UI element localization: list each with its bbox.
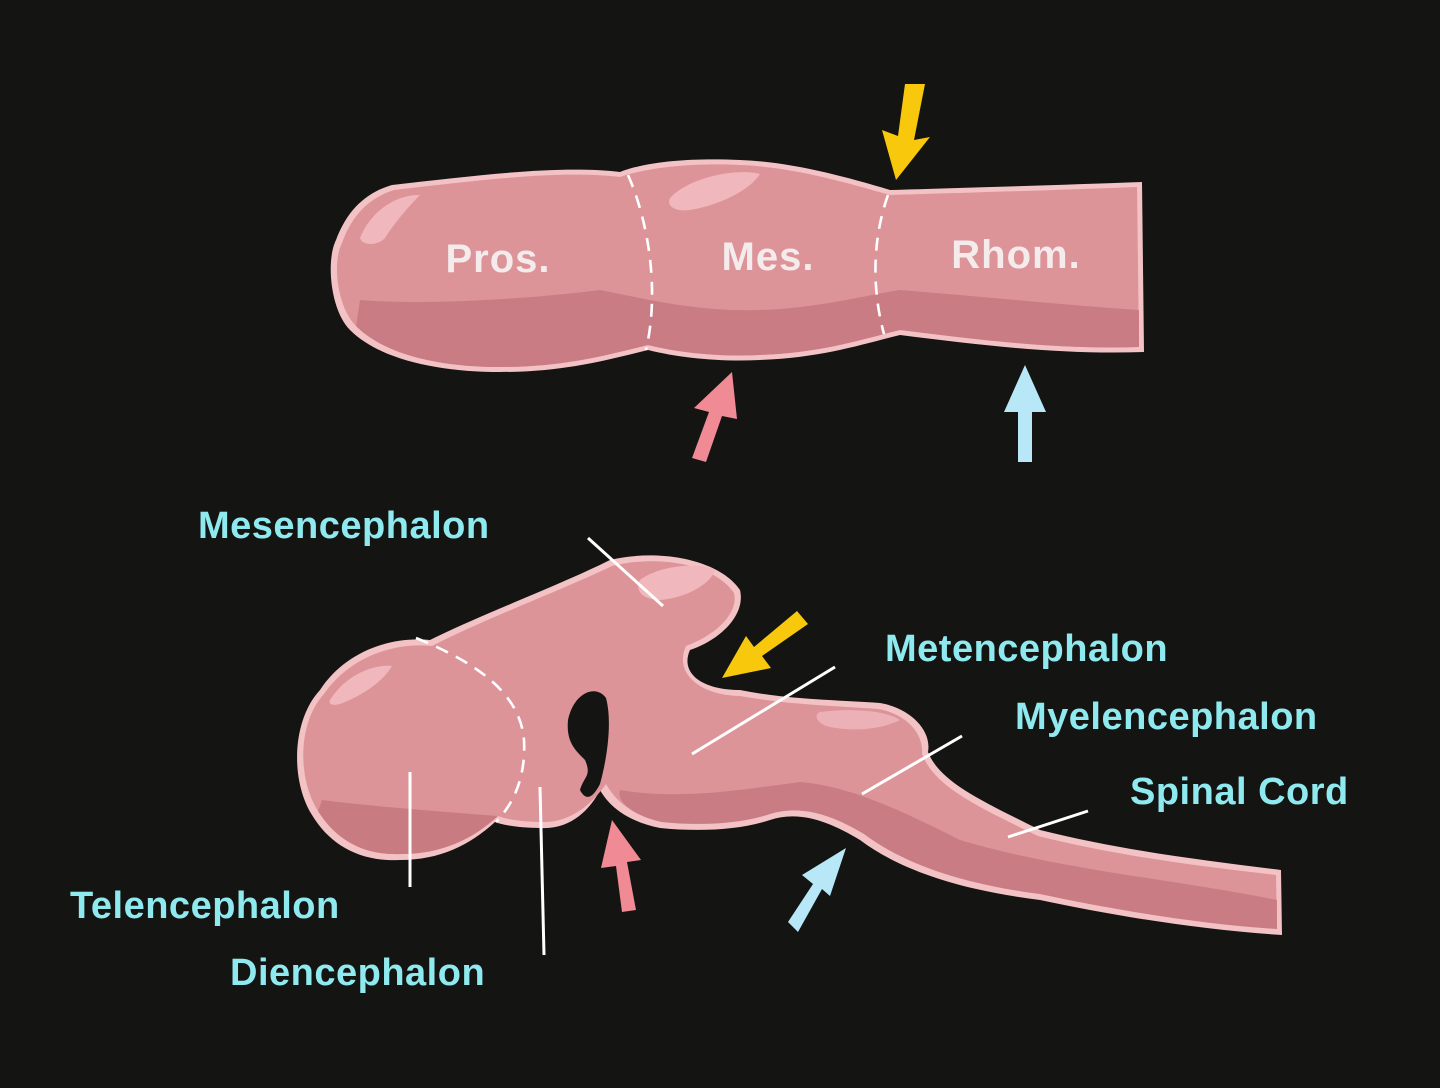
- divider-pros-mes: [626, 174, 654, 351]
- mes-label: Mes.: [722, 235, 815, 279]
- divider-tel-di: [415, 636, 526, 823]
- leader-spinal-cord: [1007, 809, 1089, 839]
- brain-shadow-tel: [318, 800, 498, 855]
- metencephalon-label: Metencephalon: [885, 628, 1168, 670]
- pink-arrow-bottom: [601, 820, 641, 912]
- telencephalon-label: Telencephalon: [70, 885, 340, 927]
- blue-arrow-bottom: [788, 848, 846, 932]
- yellow-arrow-top: [882, 84, 930, 180]
- brain-body: [303, 561, 1277, 929]
- leader-diencephalon: [538, 786, 546, 956]
- rhom-label: Rhom.: [951, 233, 1080, 277]
- brain-highlight-mes: [638, 565, 715, 600]
- pros-label: Pros.: [445, 237, 550, 281]
- spinal-cord-label: Spinal Cord: [1130, 771, 1349, 813]
- brain-highlight-tel: [329, 665, 392, 705]
- leader-metencephalon: [691, 665, 836, 756]
- primary-vesicle-tube: Pros. Mes. Rhom.: [330, 159, 1144, 372]
- divider-mes-rhom: [874, 194, 890, 335]
- tube-highlight-2: [669, 172, 760, 211]
- leader-mesencephalon: [586, 536, 665, 608]
- secondary-vesicle-brain: [297, 555, 1282, 935]
- pink-arrow-top: [692, 372, 737, 462]
- tube-shadow: [356, 290, 1139, 367]
- yellow-arrow-bottom: [722, 611, 808, 678]
- brain-highlight-met: [816, 710, 900, 730]
- diencephalon-label: Diencephalon: [230, 952, 485, 994]
- cephalic-flexure-gap: [567, 691, 609, 797]
- mesencephalon-label: Mesencephalon: [198, 505, 490, 547]
- blue-arrow-top: [1004, 365, 1046, 462]
- myelencephalon-label: Myelencephalon: [1015, 696, 1318, 738]
- brain-shadow-stem: [619, 782, 1277, 929]
- tube-highlight-1: [360, 194, 420, 244]
- leader-myelencephalon: [861, 734, 963, 796]
